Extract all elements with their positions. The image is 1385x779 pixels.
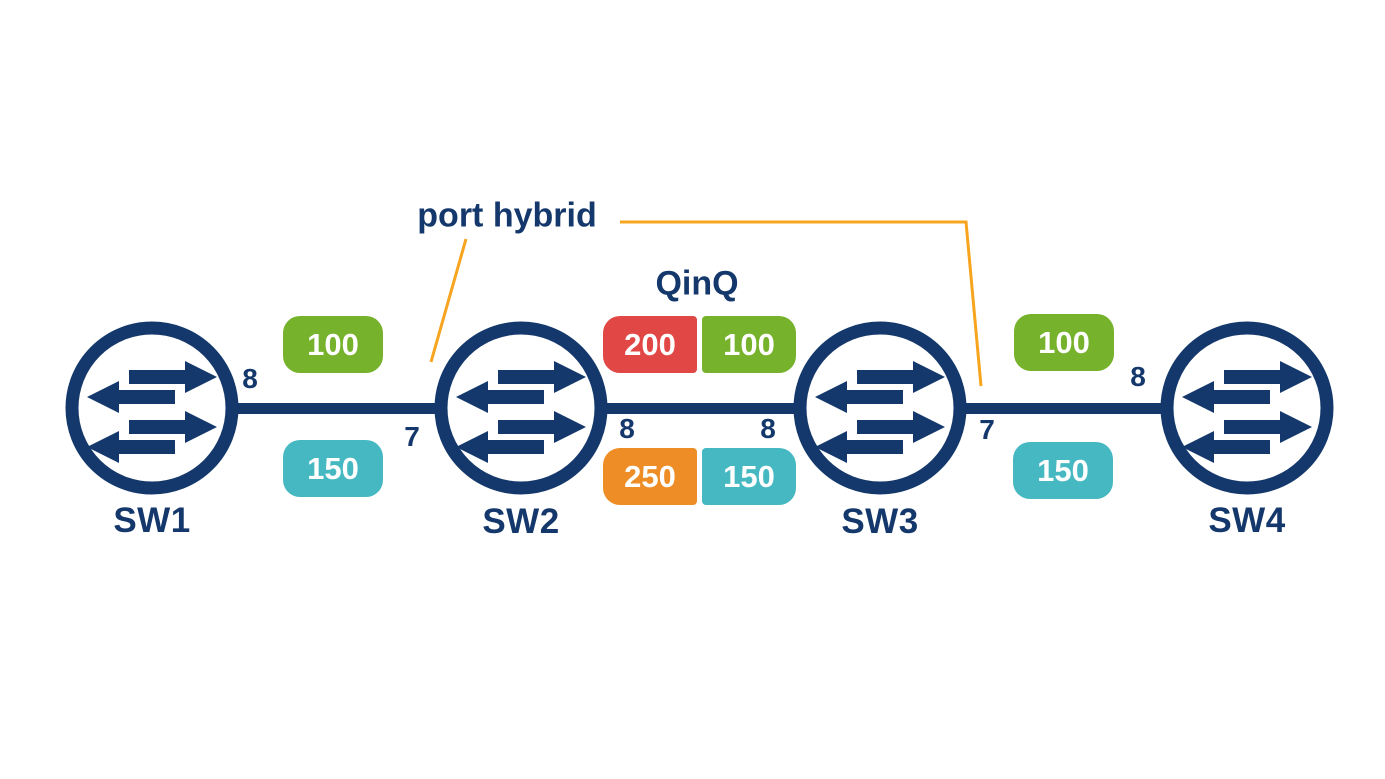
link-line: [152, 403, 1247, 414]
switch-icon: [65, 321, 239, 495]
switch-label-sw2: SW2: [482, 502, 560, 541]
port-label-sw3-7: 7: [979, 414, 995, 445]
port-hybrid-label: port hybrid: [417, 196, 597, 235]
switch-icon: [793, 321, 967, 495]
switch-label-sw4: SW4: [1208, 501, 1286, 540]
vlan-badge-100: 100: [1014, 314, 1114, 371]
vlan-badge-150: 150: [702, 448, 796, 505]
switch-arrows-icon: [87, 361, 217, 463]
port-label-sw3-8: 8: [760, 413, 776, 444]
port-label-sw2-8: 8: [619, 413, 635, 444]
switch-arrows-icon: [456, 361, 586, 463]
switch-icon: [1160, 321, 1334, 495]
vlan-badge-150: 150: [1013, 442, 1113, 499]
vlan-badge-200: 200: [603, 316, 697, 373]
switch-label-sw1: SW1: [113, 501, 191, 540]
port-label-sw1-8: 8: [242, 363, 258, 394]
vlan-badge-100: 100: [283, 316, 383, 373]
vlan-badge-100: 100: [702, 316, 796, 373]
port-label-sw4-8: 8: [1130, 361, 1146, 392]
switch-label-sw3: SW3: [841, 502, 919, 541]
vlan-badge-150: 150: [283, 440, 383, 497]
switch-icon: [434, 321, 608, 495]
qinq-label: QinQ: [655, 264, 739, 303]
switch-arrows-icon: [1182, 361, 1312, 463]
port-label-sw2-7: 7: [404, 421, 420, 452]
qinq-badge-pair-bottom: 250 150: [603, 448, 796, 505]
vlan-badge-250: 250: [603, 448, 697, 505]
qinq-badge-pair-top: 200 100: [603, 316, 796, 373]
